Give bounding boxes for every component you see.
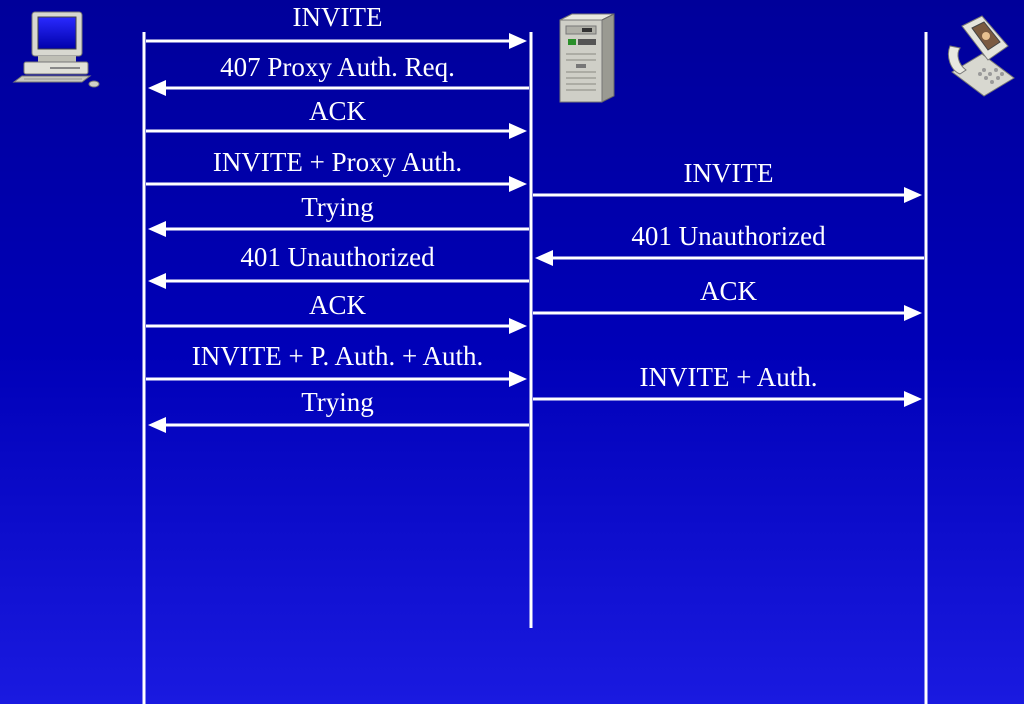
- message-arrowhead: [509, 33, 527, 49]
- message-arrow: [146, 318, 527, 334]
- desktop-computer-icon: [10, 10, 100, 90]
- message-arrow: [148, 221, 529, 237]
- message-arrow: [533, 391, 922, 407]
- message-label: INVITE + Auth.: [640, 362, 818, 392]
- message-arrowhead: [904, 187, 922, 203]
- message-label: 407 Proxy Auth. Req.: [220, 52, 455, 82]
- message-label: INVITE: [684, 158, 774, 188]
- video-phone-icon: [944, 12, 1016, 102]
- server-tower-icon: [554, 12, 624, 104]
- message-label: INVITE: [293, 2, 383, 32]
- message-label: ACK: [700, 276, 757, 306]
- message-arrowhead: [148, 80, 166, 96]
- message-arrow: [535, 250, 924, 266]
- message-label: 401 Unauthorized: [631, 221, 825, 251]
- message-arrowhead: [148, 273, 166, 289]
- message-label: 401 Unauthorized: [240, 242, 434, 272]
- message-arrowhead: [509, 318, 527, 334]
- message-label: Trying: [301, 387, 374, 417]
- message-arrow: [146, 33, 527, 49]
- message-arrow: [148, 273, 529, 289]
- message-label: INVITE + P. Auth. + Auth.: [192, 341, 483, 371]
- message-arrowhead: [148, 417, 166, 433]
- message-arrow: [533, 305, 922, 321]
- message-arrowhead: [509, 176, 527, 192]
- message-arrow: [146, 176, 527, 192]
- message-arrowhead: [509, 123, 527, 139]
- message-arrowhead: [148, 221, 166, 237]
- message-arrowhead: [904, 391, 922, 407]
- message-arrow: [146, 371, 527, 387]
- message-label: Trying: [301, 192, 374, 222]
- message-label: ACK: [309, 96, 366, 126]
- message-arrow: [148, 80, 529, 96]
- message-arrowhead: [509, 371, 527, 387]
- message-arrowhead: [535, 250, 553, 266]
- message-arrow: [533, 187, 922, 203]
- message-arrowhead: [904, 305, 922, 321]
- message-arrow: [148, 417, 529, 433]
- message-label: ACK: [309, 290, 366, 320]
- message-label: INVITE + Proxy Auth.: [213, 147, 462, 177]
